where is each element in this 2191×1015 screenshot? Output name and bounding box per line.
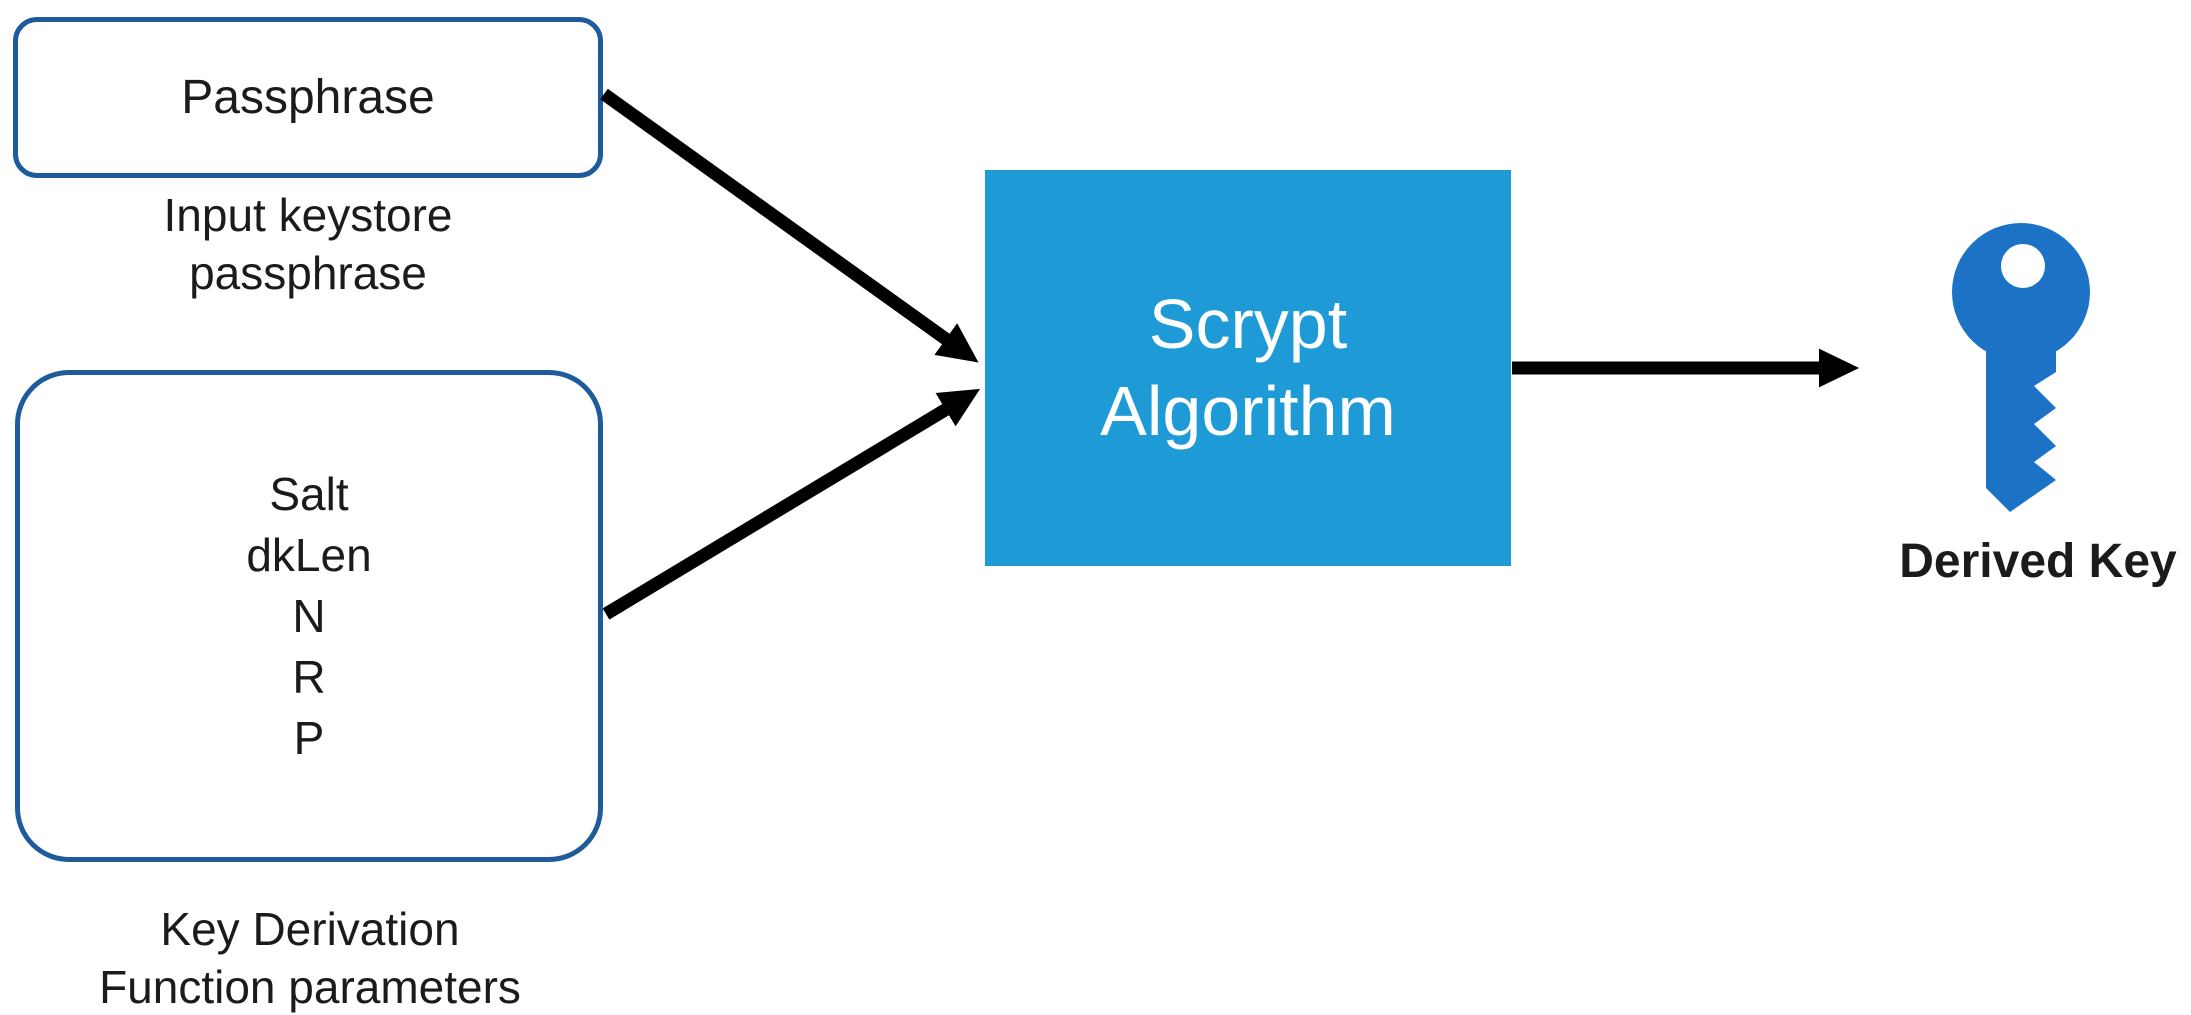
kdf-param-item: R: [292, 650, 326, 703]
kdf-param-item: N: [292, 589, 326, 642]
key-icon: [1950, 220, 2092, 516]
kdf-caption: Key Derivation Function parameters: [0, 900, 625, 1015]
kdf-param-list: Salt dkLen N R P: [246, 464, 371, 769]
kdf-param-item: dkLen: [246, 528, 372, 581]
arrow-passphrase-to-scrypt: [600, 88, 979, 363]
passphrase-caption: Input keystore passphrase: [13, 186, 603, 302]
arrow-kdf-to-scrypt: [602, 388, 981, 620]
kdf-params-box: Salt dkLen N R P: [15, 370, 603, 862]
scrypt-box-label-line1: Scrypt: [1148, 285, 1348, 363]
caption-line: Function parameters: [99, 961, 521, 1013]
derived-key-label: Derived Key: [1899, 535, 2177, 588]
caption-line: passphrase: [189, 247, 427, 299]
passphrase-box: Passphrase: [13, 17, 603, 178]
scrypt-box-label-line2: Algorithm: [1100, 372, 1396, 450]
caption-line: Key Derivation: [160, 903, 460, 955]
scrypt-algorithm-box: Scrypt Algorithm: [985, 170, 1511, 566]
kdf-param-item: P: [293, 711, 325, 764]
kdf-param-item: Salt: [269, 467, 349, 520]
caption-line: Input keystore: [163, 189, 453, 241]
passphrase-box-label: Passphrase: [181, 71, 435, 124]
